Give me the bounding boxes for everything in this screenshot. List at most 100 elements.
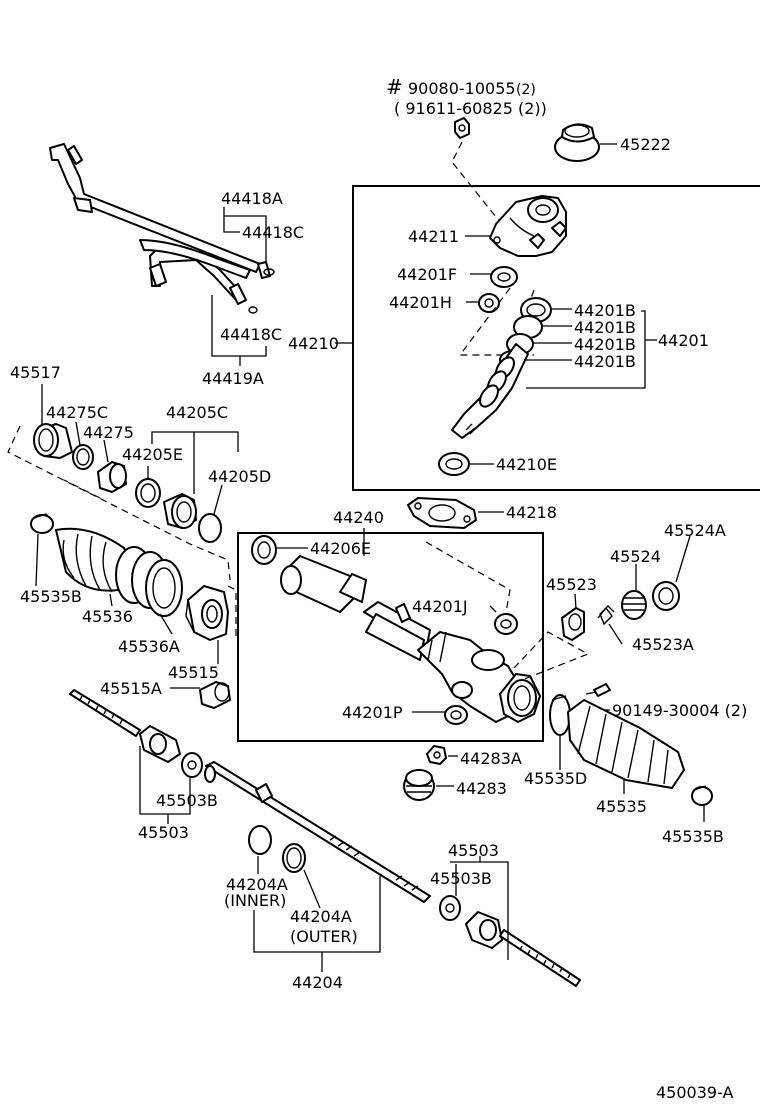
label-bolt-qty: (2) bbox=[516, 82, 536, 98]
adjusting-screw-45524-part bbox=[621, 590, 647, 620]
label-45535D: 45535D bbox=[524, 769, 587, 788]
label-44211: 44211 bbox=[408, 227, 459, 246]
label-44418C-bottom: 44418C bbox=[220, 325, 282, 344]
label-45524: 45524 bbox=[610, 547, 661, 566]
label-45524A: 45524A bbox=[664, 521, 726, 540]
bolt-part bbox=[454, 117, 470, 139]
screw-90149-part bbox=[585, 683, 611, 697]
gasket-44218-part bbox=[407, 497, 477, 529]
label-inner-note: (INNER) bbox=[224, 891, 286, 910]
steering-rack-part bbox=[204, 761, 431, 903]
washer-45503B-left-part bbox=[181, 752, 203, 778]
bushing-44275-part bbox=[97, 461, 127, 493]
boot-45536A-part bbox=[115, 546, 183, 617]
clamp-45535D-part bbox=[549, 694, 571, 736]
label-45535: 45535 bbox=[596, 797, 647, 816]
boot-clamp-45535B-left-part bbox=[30, 513, 54, 534]
control-valve-shaft-part bbox=[451, 343, 529, 439]
label-bolt-alt: ( 91611-60825 (2)) bbox=[394, 99, 547, 118]
label-44204A-outer: 44204A bbox=[290, 907, 352, 926]
oil-seal-44201F-part bbox=[490, 266, 518, 288]
boot-clamp-45535B-right-part bbox=[691, 785, 713, 806]
seal-44201H-part bbox=[478, 293, 500, 313]
label-44218: 44218 bbox=[506, 503, 557, 522]
label-45536A: 45536A bbox=[118, 637, 180, 656]
label-45503-right: 45503 bbox=[448, 841, 499, 860]
dust-seal-45222-part bbox=[554, 123, 600, 162]
seal-44201P-part bbox=[444, 705, 468, 725]
label-44275: 44275 bbox=[83, 423, 134, 442]
label-44201: 44201 bbox=[658, 331, 709, 350]
tie-rod-left-part bbox=[69, 689, 181, 763]
o-ring-44418C-top-part bbox=[263, 268, 275, 276]
ring-44275C-part bbox=[72, 444, 94, 470]
boot-45535-part bbox=[567, 699, 685, 789]
bushing-45517-part bbox=[33, 423, 73, 459]
label-44240: 44240 bbox=[333, 508, 384, 527]
washer-45503B-right-part bbox=[439, 895, 461, 921]
oil-seal-44210E-part bbox=[438, 452, 470, 476]
gear-valve-assembly-frame bbox=[352, 185, 760, 491]
label-44204: 44204 bbox=[292, 973, 343, 992]
label-45535B-right: 45535B bbox=[662, 827, 724, 846]
label-44275C: 44275C bbox=[46, 403, 108, 422]
o-ring-44418C-bottom-part bbox=[248, 306, 258, 314]
tie-rod-right-part bbox=[465, 911, 581, 987]
o-ring-44204A-inner-part bbox=[248, 825, 272, 855]
label-44201B-1: 44201B bbox=[574, 301, 636, 320]
oil-seal-44206E-part bbox=[251, 535, 277, 565]
label-44201F: 44201F bbox=[397, 265, 457, 284]
pressure-tubes-part bbox=[49, 143, 271, 305]
label-90149: 90149-30004 (2) bbox=[612, 701, 747, 720]
label-44419A: 44419A bbox=[202, 369, 264, 388]
label-45523A: 45523A bbox=[632, 635, 694, 654]
label-45503B-right: 45503B bbox=[430, 869, 492, 888]
valve-housing-44211-part bbox=[489, 195, 567, 257]
label-45523: 45523 bbox=[546, 575, 597, 594]
label-45535B-left: 45535B bbox=[20, 587, 82, 606]
label-45503B-left: 45503B bbox=[156, 791, 218, 810]
label-45515: 45515 bbox=[168, 663, 219, 682]
rack-guide-45523-part bbox=[561, 607, 585, 641]
o-ring-44205D-part bbox=[198, 513, 222, 543]
label-44201B-3: 44201B bbox=[574, 335, 636, 354]
label-45503-left: 45503 bbox=[138, 823, 189, 842]
label-44210E: 44210E bbox=[496, 455, 557, 474]
o-ring-44204A-outer-part bbox=[282, 843, 306, 873]
label-outer-note: (OUTER) bbox=[290, 927, 358, 946]
label-45536: 45536 bbox=[82, 607, 133, 626]
label-44205E: 44205E bbox=[122, 445, 183, 464]
ring-44205E-part bbox=[135, 478, 161, 508]
label-44201P: 44201P bbox=[342, 703, 403, 722]
spring-45523A-part bbox=[597, 605, 615, 626]
boot-45536-part bbox=[55, 527, 131, 593]
label-44201H: 44201H bbox=[389, 293, 452, 312]
bracket-45515-part bbox=[185, 585, 229, 641]
label-44201B-2: 44201B bbox=[574, 318, 636, 337]
label-hash-mark: # bbox=[386, 75, 403, 99]
lock-nut-45524A-part bbox=[652, 581, 680, 611]
label-44205C: 44205C bbox=[166, 403, 228, 422]
label-44206E: 44206E bbox=[310, 539, 371, 558]
label-44201B-4: 44201B bbox=[574, 352, 636, 371]
cap-44283-part bbox=[403, 769, 435, 801]
seal-44201J-part bbox=[494, 613, 518, 635]
label-44205D: 44205D bbox=[208, 467, 271, 486]
rack-housing-44240-part bbox=[280, 555, 541, 723]
label-44283: 44283 bbox=[456, 779, 507, 798]
label-45517: 45517 bbox=[10, 363, 61, 382]
label-44201J: 44201J bbox=[412, 597, 468, 616]
label-44283A: 44283A bbox=[460, 749, 522, 768]
label-bolt-number: 90080-10055 bbox=[408, 79, 516, 98]
label-45222: 45222 bbox=[620, 135, 671, 154]
bushing-44205C-part bbox=[163, 493, 197, 529]
bushing-45515A-part bbox=[199, 681, 231, 709]
label-44210: 44210 bbox=[288, 334, 339, 353]
label-45515A: 45515A bbox=[100, 679, 162, 698]
nut-44283A-part bbox=[426, 745, 447, 765]
label-44418A: 44418A bbox=[221, 189, 283, 208]
label-44418C-top: 44418C bbox=[242, 223, 304, 242]
label-44204A-inner: 44204A bbox=[226, 875, 288, 894]
figure-id: 450039-A bbox=[656, 1083, 734, 1102]
